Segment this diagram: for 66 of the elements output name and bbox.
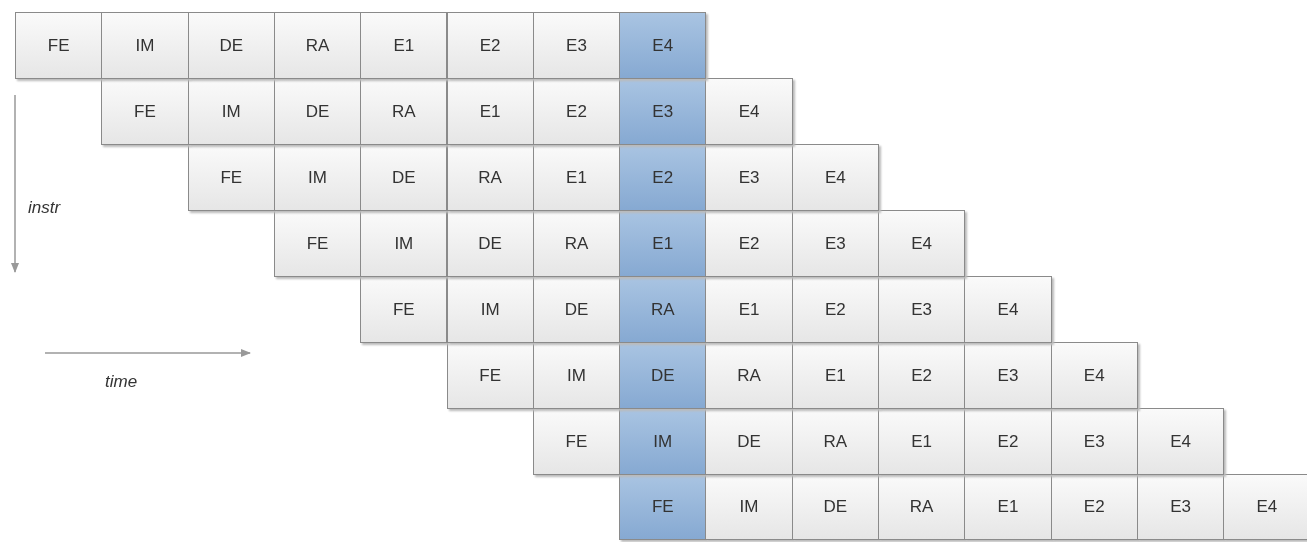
stage-cell: FE [101, 78, 189, 145]
stage-cell: FE [15, 12, 103, 79]
stage-cell: DE [705, 408, 793, 475]
axis-label: time [105, 372, 138, 392]
stage-cell: E3 [1136, 474, 1225, 540]
stage-cell: RA [360, 78, 448, 145]
highlighted-stage-cell: E3 [619, 78, 707, 145]
stage-cell: E2 [964, 408, 1052, 475]
stage-cell: DE [273, 78, 362, 145]
stage-cell: RA [878, 474, 966, 540]
stage-cell: E2 [791, 276, 879, 343]
highlighted-stage-cell: E2 [619, 144, 707, 211]
stage-cell: E1 [791, 342, 879, 409]
stage-cell: FE [273, 210, 362, 277]
stage-cell: E1 [878, 408, 966, 475]
stage-cell: IM [187, 78, 275, 145]
stage-cell: E4 [791, 144, 879, 211]
stage-cell: FE [532, 408, 621, 475]
stage-cell: E1 [360, 12, 448, 79]
stage-cell: E3 [964, 342, 1052, 409]
stage-cell: IM [273, 144, 362, 211]
stage-cell: FE [446, 342, 534, 409]
highlighted-stage-cell: E4 [619, 12, 707, 79]
stage-cell: IM [360, 210, 448, 277]
stage-cell: E3 [878, 276, 966, 343]
stage-cell: E2 [705, 210, 793, 277]
stage-cell: E1 [705, 276, 793, 343]
stage-cell: RA [705, 342, 793, 409]
stage-cell: DE [446, 210, 534, 277]
axis-label: instr [28, 198, 61, 218]
stage-cell: DE [791, 474, 879, 540]
stage-cell: DE [187, 12, 275, 79]
stage-cell: E3 [532, 12, 621, 79]
highlighted-stage-cell: IM [619, 408, 707, 475]
stage-cell: E2 [878, 342, 966, 409]
stage-cell: E4 [705, 78, 793, 145]
stage-cell: RA [273, 12, 362, 79]
stage-cell: E4 [1223, 474, 1307, 540]
stage-cell: E4 [1050, 342, 1138, 409]
stage-cell: E4 [1136, 408, 1225, 475]
stage-cell: FE [360, 276, 448, 343]
stage-cell: DE [532, 276, 621, 343]
stage-cell: E2 [1050, 474, 1138, 540]
highlighted-stage-cell: E1 [619, 210, 707, 277]
highlighted-stage-cell: FE [619, 474, 707, 540]
highlighted-stage-cell: DE [619, 342, 707, 409]
stage-cell: E3 [705, 144, 793, 211]
stage-cell: E2 [446, 12, 534, 79]
stage-cell: IM [532, 342, 621, 409]
stage-cell: E2 [532, 78, 621, 145]
stage-cell: IM [101, 12, 189, 79]
stage-cell: E1 [532, 144, 621, 211]
stage-cell: E1 [964, 474, 1052, 540]
stage-cell: RA [446, 144, 534, 211]
stage-cell: DE [360, 144, 448, 211]
stage-cell: IM [446, 276, 534, 343]
stage-cell: E3 [1050, 408, 1138, 475]
stage-cell: RA [532, 210, 621, 277]
stage-cell: E4 [964, 276, 1052, 343]
stage-cell: E4 [878, 210, 966, 277]
stage-cell: FE [187, 144, 275, 211]
stage-cell: RA [791, 408, 879, 475]
stage-cell: E3 [791, 210, 879, 277]
stage-cell: IM [705, 474, 793, 540]
highlighted-stage-cell: RA [619, 276, 707, 343]
stage-cell: E1 [446, 78, 534, 145]
